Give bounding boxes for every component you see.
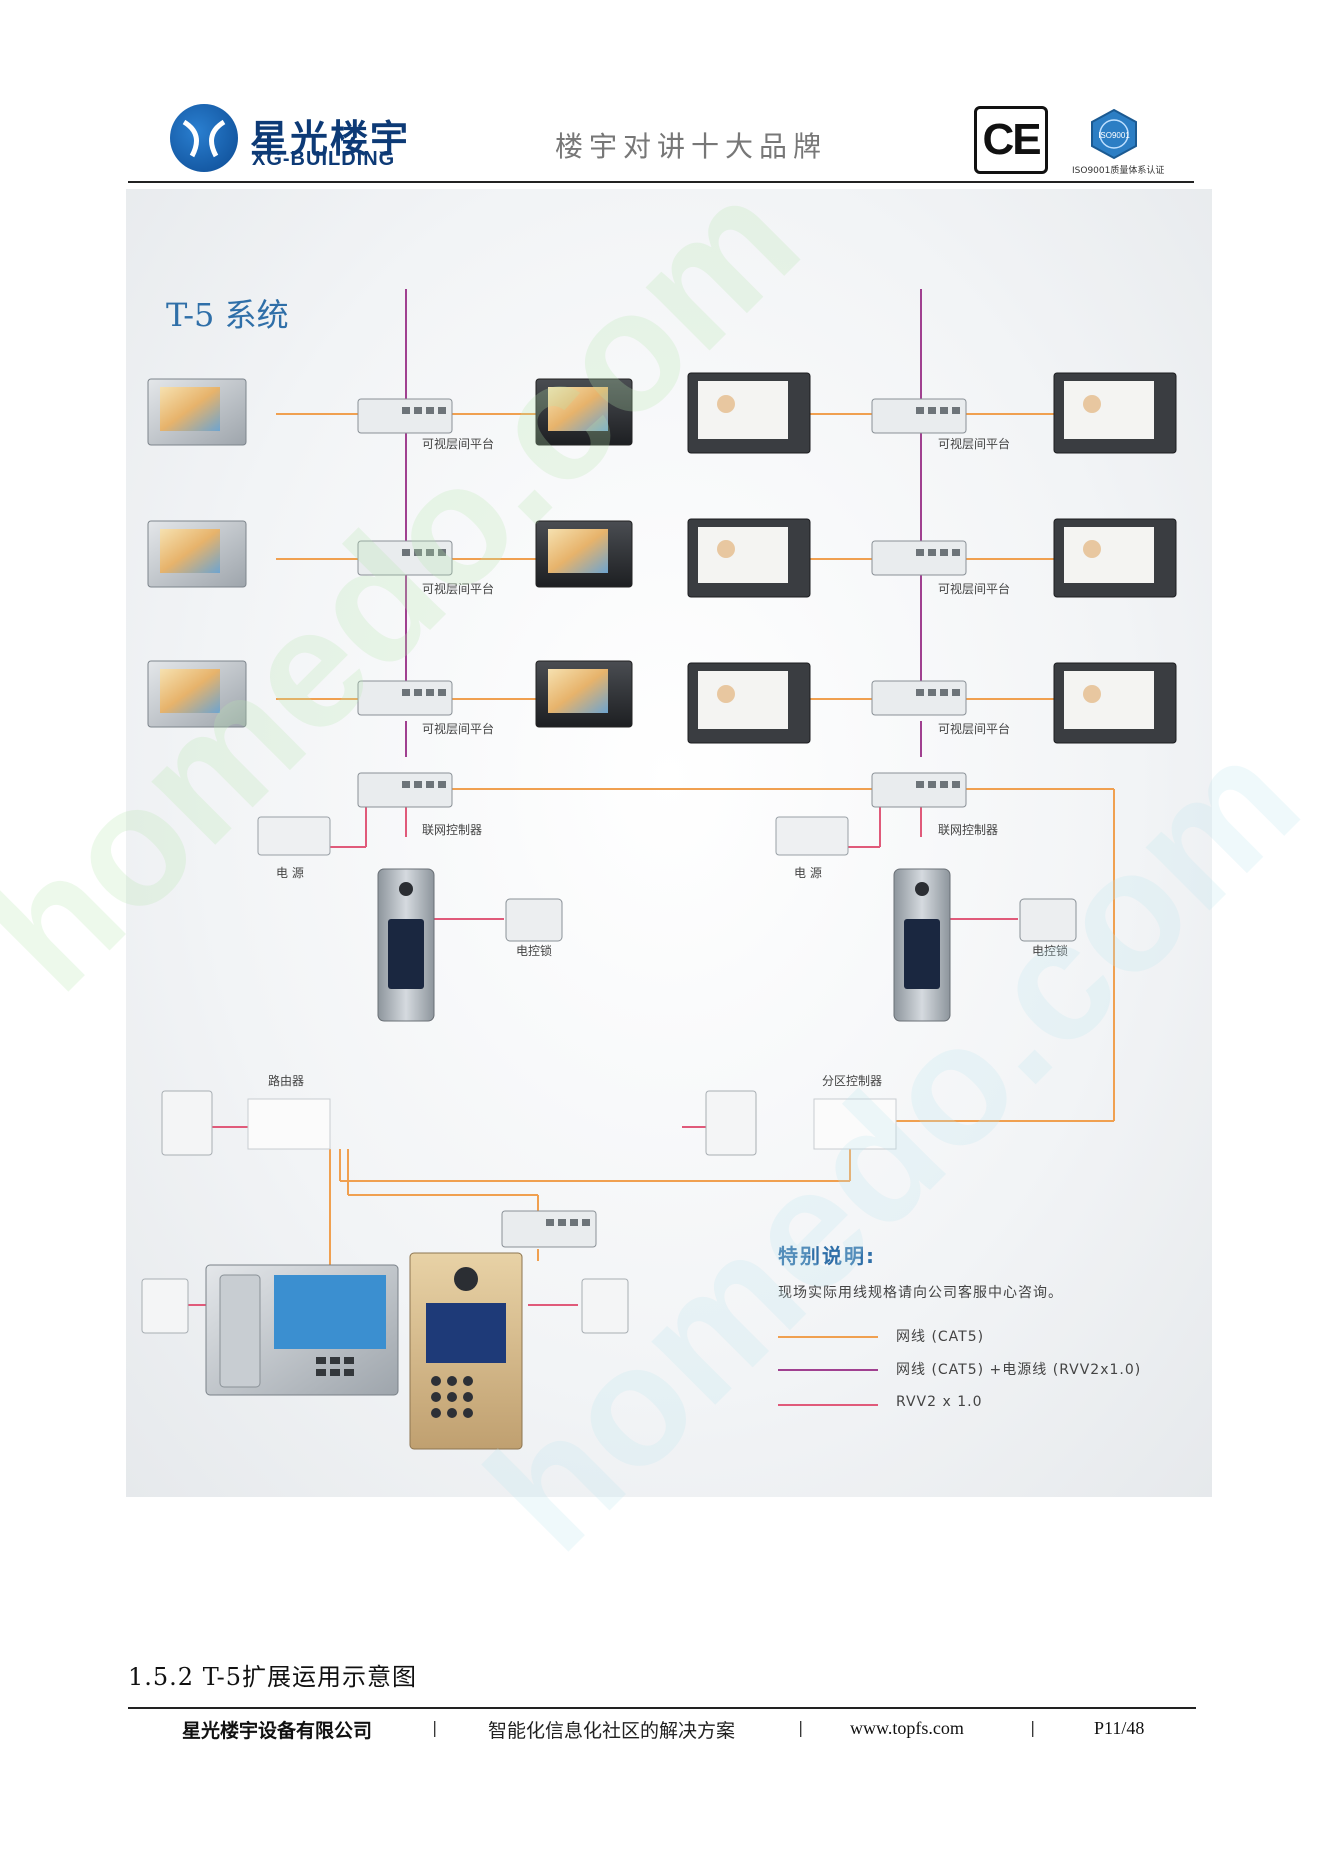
label-zone-controller: 分区控制器 — [822, 1074, 882, 1088]
management-center-icon — [205, 1264, 399, 1396]
power-supply-icon — [775, 816, 849, 856]
footer-url[interactable]: www.topfs.com — [850, 1718, 964, 1738]
footer-slogan: 智能化信息化社区的解决方案 — [488, 1720, 736, 1742]
label-floor-platform: 可视层间平台 — [422, 581, 494, 596]
ce-certification-mark: CE — [974, 106, 1048, 174]
zone-controller-box — [813, 1098, 897, 1150]
company-logo-icon — [170, 104, 238, 172]
label-router: 路由器 — [268, 1073, 304, 1088]
door-station-gold-icon — [409, 1252, 523, 1450]
power-box-icon — [705, 1090, 757, 1156]
label-electric-lock: 电控锁 — [1032, 943, 1068, 958]
legend-label-cat5-power: 网线 (CAT5) +电源线 (RVV2x1.0) — [896, 1362, 1142, 1378]
footer-company: 星光楼宇设备有限公司 — [182, 1720, 373, 1742]
iso-caption: ISO9001质量体系认证 — [1072, 166, 1165, 176]
header-slogan: 楼宇对讲十大品牌 — [555, 130, 828, 163]
label-floor-platform: 可视层间平台 — [938, 721, 1010, 736]
section-heading: 1.5.2 T-5扩展运用示意图 — [128, 1663, 417, 1691]
power-box-icon — [141, 1278, 189, 1334]
label-floor-platform: 可视层间平台 — [938, 581, 1010, 596]
power-supply-icon — [257, 816, 331, 856]
diagram-title: T-5 系统 — [166, 296, 289, 334]
header-divider — [128, 181, 1194, 183]
legend-swatch-rvv — [778, 1404, 878, 1406]
notes-text: 现场实际用线规格请向公司客服中心咨询。 — [778, 1285, 1063, 1301]
electric-lock-icon — [505, 898, 563, 942]
power-box-icon — [161, 1090, 213, 1156]
legend-label-cat5: 网线 (CAT5) — [896, 1329, 985, 1345]
router-box — [247, 1098, 331, 1150]
label-floor-platform: 可视层间平台 — [422, 721, 494, 736]
label-electric-lock: 电控锁 — [516, 943, 552, 958]
footer-separator: | — [432, 1718, 438, 1737]
label-network-controller: 联网控制器 — [422, 823, 482, 837]
footer-separator: | — [798, 1718, 804, 1737]
legend-swatch-cat5 — [778, 1336, 878, 1338]
iso-badge-icon: ISO9001 — [1088, 108, 1140, 160]
label-floor-platform: 可视层间平台 — [938, 436, 1010, 451]
legend-label-rvv: RVV2 x 1.0 — [896, 1394, 983, 1410]
door-station-icon — [377, 868, 435, 1022]
notes-title: 特别说明: — [778, 1244, 876, 1268]
logo-text-en: XG-BUILDING — [252, 148, 396, 170]
label-power: 电 源 — [276, 866, 304, 880]
iso-badge-text: ISO9001 — [1098, 131, 1130, 140]
footer-divider — [128, 1707, 1196, 1709]
label-power: 电 源 — [794, 866, 822, 880]
label-floor-platform: 可视层间平台 — [422, 436, 494, 451]
footer-page-number: P11/48 — [1094, 1718, 1145, 1738]
footer-separator: | — [1030, 1718, 1036, 1737]
label-network-controller: 联网控制器 — [938, 823, 998, 837]
door-station-icon — [893, 868, 951, 1022]
system-diagram: 可视层间平台 可视层间平台 可视层间平台 可视层间平台 可视层间平台 可视层间平… — [141, 289, 1177, 1450]
legend-swatch-cat5-power — [778, 1369, 878, 1371]
power-box-icon — [581, 1278, 629, 1334]
logo-text-cn: 星光楼宇 — [250, 117, 411, 161]
electric-lock-icon — [1019, 898, 1077, 942]
